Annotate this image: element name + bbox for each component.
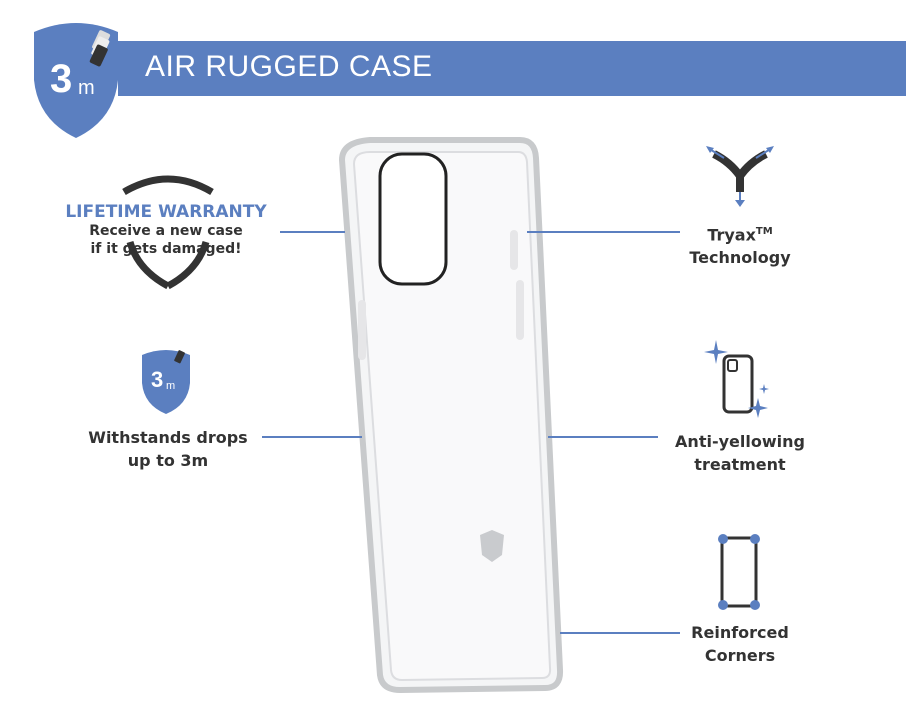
badge-unit: m	[78, 77, 95, 99]
phone-case-image	[338, 137, 564, 694]
title-banner	[118, 41, 906, 96]
connector-line	[527, 231, 680, 233]
drop-shield-badge: 3 m	[34, 23, 118, 138]
camera-cutout	[378, 152, 448, 286]
svg-text:3: 3	[151, 367, 163, 392]
drop-shield-icon: 3 m	[142, 350, 190, 414]
anti-yellowing-icon	[704, 340, 769, 418]
page-title: AIR RUGGED CASE	[145, 50, 433, 83]
reinforced-corners-icon	[718, 534, 760, 610]
connector-line	[548, 436, 658, 438]
svg-text:m: m	[166, 380, 175, 392]
sparkle-icon	[704, 340, 728, 364]
connector-line	[280, 231, 345, 233]
brand-logo	[480, 530, 504, 562]
badge-number: 3	[50, 57, 72, 101]
warranty-shield-icon	[122, 175, 214, 290]
side-button	[510, 230, 518, 270]
connector-line	[262, 436, 362, 438]
connector-line	[560, 632, 680, 634]
tryax-icon	[706, 146, 774, 207]
warranty-title: LIFETIME WARRANTY	[65, 202, 267, 222]
phone-stack-icon	[89, 30, 111, 67]
